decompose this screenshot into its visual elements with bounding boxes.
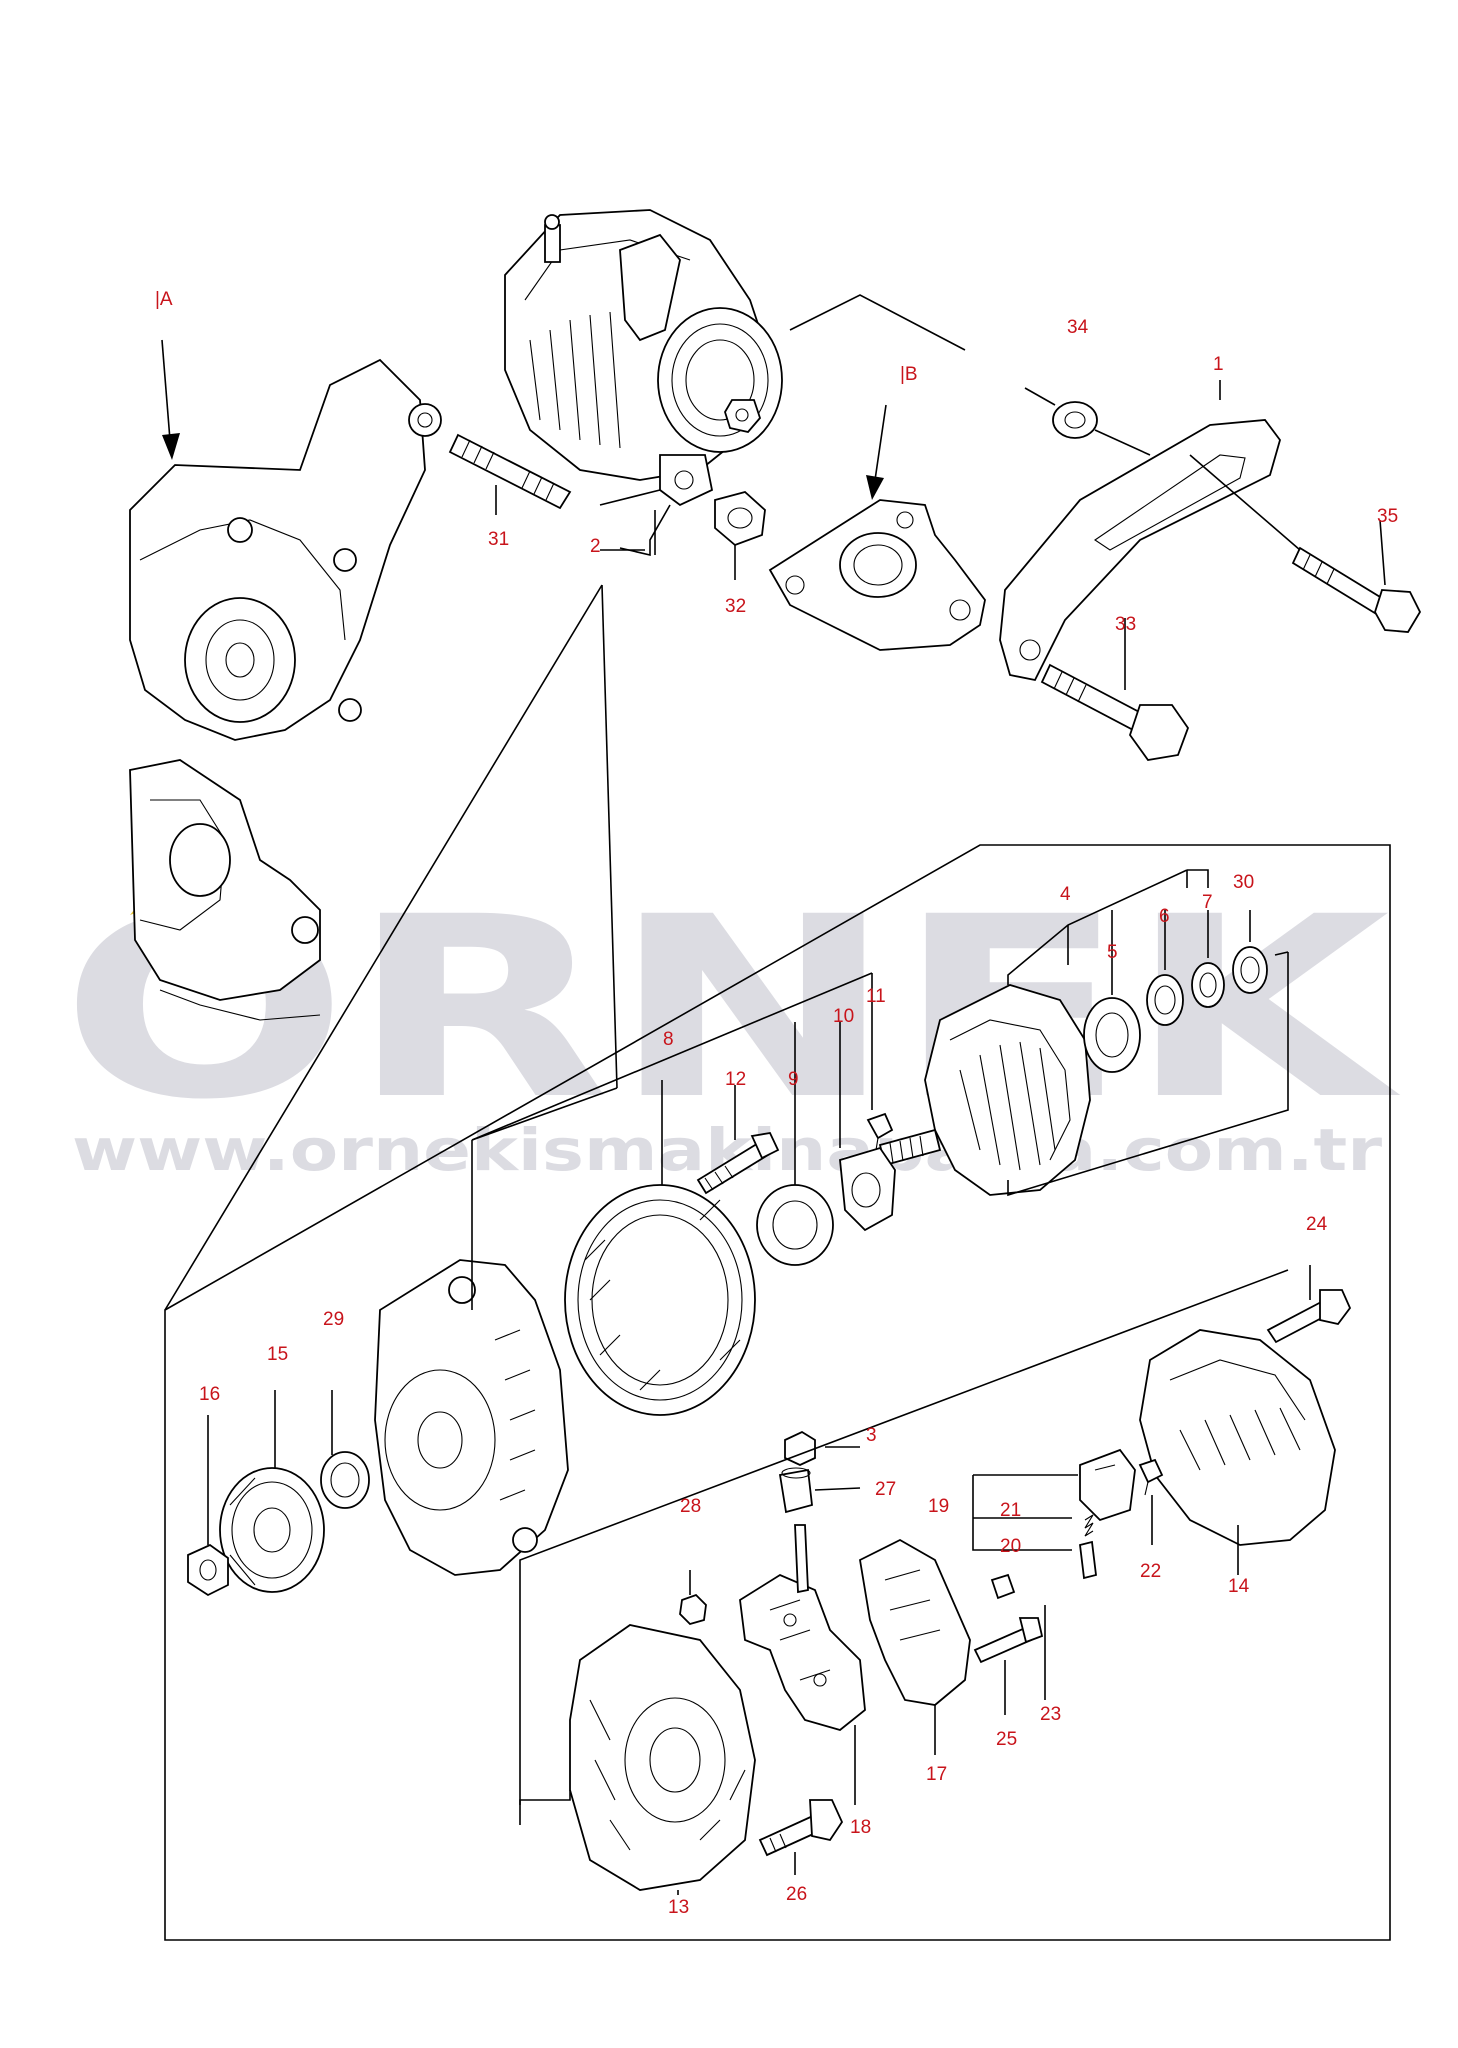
callout-3: 3 [866, 1425, 877, 1446]
callout-labels: |A |B 1 2 3 4 5 6 7 8 9 10 11 12 13 14 1… [155, 289, 1398, 1918]
regulator-17 [859, 1538, 971, 1706]
bearing-retainer-10 [839, 1146, 896, 1232]
callout-30: 30 [1233, 872, 1254, 893]
callout-6: 6 [1159, 906, 1170, 927]
front-frame [374, 1259, 569, 1576]
callout-26: 26 [786, 1884, 807, 1905]
callout-19: 19 [928, 1496, 949, 1517]
callout-20: 20 [1000, 1536, 1021, 1557]
nut-16 [187, 1543, 229, 1597]
washer-7 [1191, 962, 1225, 1008]
callout-31: 31 [488, 529, 509, 550]
spacer-34 [1052, 401, 1098, 439]
bearing-5 [1083, 997, 1141, 1073]
callout-15: 15 [267, 1344, 288, 1365]
screw-22 [1138, 1458, 1164, 1496]
stator-8 [564, 1184, 756, 1416]
washer-30 [1232, 946, 1268, 994]
callout-11: 11 [866, 986, 886, 1007]
callout-8: 8 [663, 1029, 674, 1050]
bolt-24 [1266, 1289, 1352, 1344]
pulley-15 [219, 1467, 325, 1593]
callout-33: 33 [1115, 614, 1136, 635]
collar-29 [320, 1451, 370, 1509]
screw-11 [866, 1112, 894, 1151]
callout-29: 29 [323, 1309, 344, 1330]
spring-21 [1084, 1514, 1094, 1537]
upper-leader-lines [495, 294, 1386, 690]
rear-cover-14 [1139, 1329, 1336, 1546]
bracket-B [768, 499, 986, 651]
view-label-A: |A [155, 289, 173, 310]
stud-bolt-12 [696, 1132, 780, 1195]
callout-5: 5 [1107, 942, 1118, 963]
callout-1: 1 [1213, 354, 1224, 375]
callout-34: 34 [1067, 317, 1089, 338]
brush-20 [1079, 1540, 1097, 1580]
callout-23: 23 [1040, 1704, 1061, 1725]
callout-25: 25 [996, 1729, 1017, 1750]
bearing-9 [756, 1184, 834, 1266]
exploded-leader-lines [207, 869, 1311, 1895]
engine-block [129, 358, 442, 1021]
exploded-view-frame [164, 584, 1391, 1941]
callout-32: 32 [725, 596, 746, 617]
nut-32 [714, 491, 766, 547]
callout-24: 24 [1306, 1214, 1328, 1235]
callout-35: 35 [1377, 506, 1398, 527]
view-label-B: |B [900, 364, 918, 385]
brush-holder-19 [1079, 1448, 1136, 1522]
callout-2: 2 [590, 536, 601, 557]
bolt-33 [1040, 663, 1190, 761]
view-arrow-A [161, 339, 180, 460]
insulator-27 [778, 1467, 813, 1514]
bolt-25 [973, 1617, 1044, 1664]
bolt-26 [758, 1799, 844, 1857]
callout-16: 16 [199, 1384, 220, 1405]
alternator-assembly [504, 209, 783, 507]
bolt-35 [1291, 546, 1422, 633]
callout-28: 28 [680, 1496, 701, 1517]
through-bolt-31 [448, 433, 572, 510]
rectifier-18 [739, 1524, 866, 1731]
callout-12: 12 [725, 1069, 746, 1090]
view-arrow-B [866, 404, 887, 500]
spacer-6 [1146, 974, 1184, 1026]
callout-7: 7 [1202, 892, 1213, 913]
rear-frame-13 [569, 1624, 756, 1891]
nut-28 [679, 1593, 707, 1626]
callout-4: 4 [1060, 884, 1071, 905]
callout-27: 27 [875, 1479, 896, 1500]
screw-23 [990, 1573, 1016, 1600]
callout-22: 22 [1140, 1561, 1161, 1582]
rotor-assembly-4 [878, 984, 1091, 1196]
callout-21: 21 [1000, 1500, 1021, 1521]
callout-14: 14 [1228, 1576, 1250, 1597]
terminal-nut-3 [784, 1430, 816, 1466]
callout-9: 9 [788, 1069, 799, 1090]
callout-18: 18 [850, 1817, 871, 1838]
callout-13: 13 [668, 1897, 689, 1918]
adjusting-bracket-1 [999, 419, 1281, 682]
callout-10: 10 [833, 1006, 854, 1027]
callout-17: 17 [926, 1764, 947, 1785]
